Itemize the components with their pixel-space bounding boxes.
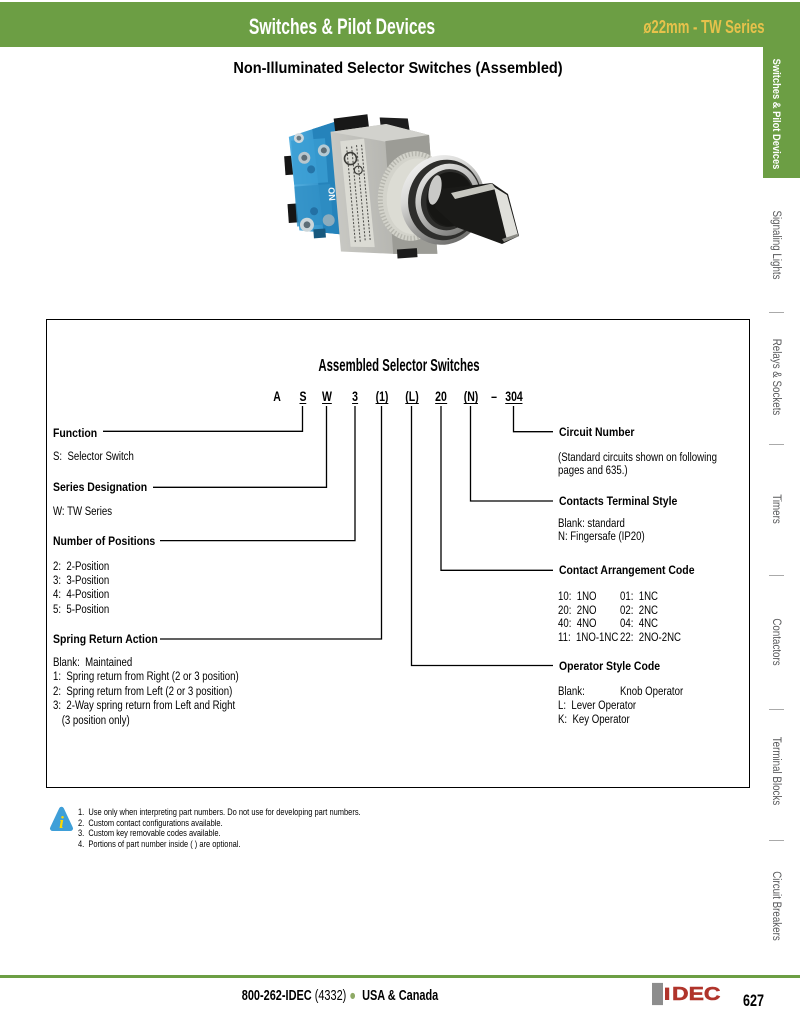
svg-text:i: i: [59, 813, 64, 832]
svg-text:DEC: DEC: [672, 984, 721, 1004]
svg-text:NO: NO: [326, 187, 337, 201]
